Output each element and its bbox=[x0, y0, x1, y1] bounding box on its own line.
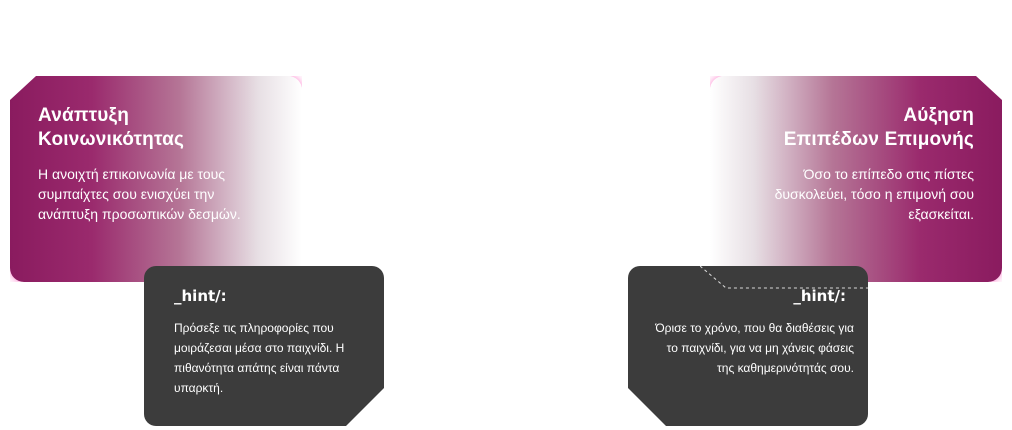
left-hint-title: _hint/: bbox=[174, 287, 227, 305]
left-hint-text: Πρόσεξε τις πληροφορίες που μοιράζεσαι μ… bbox=[174, 321, 345, 395]
title-line-2: Κοινωνικότητας bbox=[38, 129, 185, 150]
persistence-card: Αύξηση Επιπέδων Επιμονής Όσο το επίπεδο … bbox=[710, 76, 1002, 282]
persistence-card-text: Όσο το επίπεδο στις πίστες δυσκολεύει, τ… bbox=[774, 166, 974, 222]
title-line-1: Ανάπτυξη bbox=[38, 105, 130, 126]
title-line-2: Επιπέδων Επιμονής bbox=[783, 129, 974, 150]
right-hint-text: Όρισε το χρόνο, που θα διαθέσεις για το … bbox=[655, 321, 854, 375]
title-line-1: Αύξηση bbox=[903, 105, 974, 126]
socialization-card-title: Ανάπτυξη Κοινωνικότητας bbox=[38, 104, 276, 152]
socialization-card: Ανάπτυξη Κοινωνικότητας Η ανοιχτή επικοι… bbox=[10, 76, 302, 282]
right-hint-box: _hint/: Όρισε το χρόνο, που θα διαθέσεις… bbox=[628, 266, 868, 426]
right-hint-title: _hint/: bbox=[793, 287, 846, 305]
persistence-card-title: Αύξηση Επιπέδων Επιμονής bbox=[736, 104, 974, 152]
socialization-card-text: Η ανοιχτή επικοινωνία με τους συμπαίχτες… bbox=[38, 166, 241, 222]
left-hint-box: _hint/: Πρόσεξε τις πληροφορίες που μοιρ… bbox=[144, 266, 384, 426]
